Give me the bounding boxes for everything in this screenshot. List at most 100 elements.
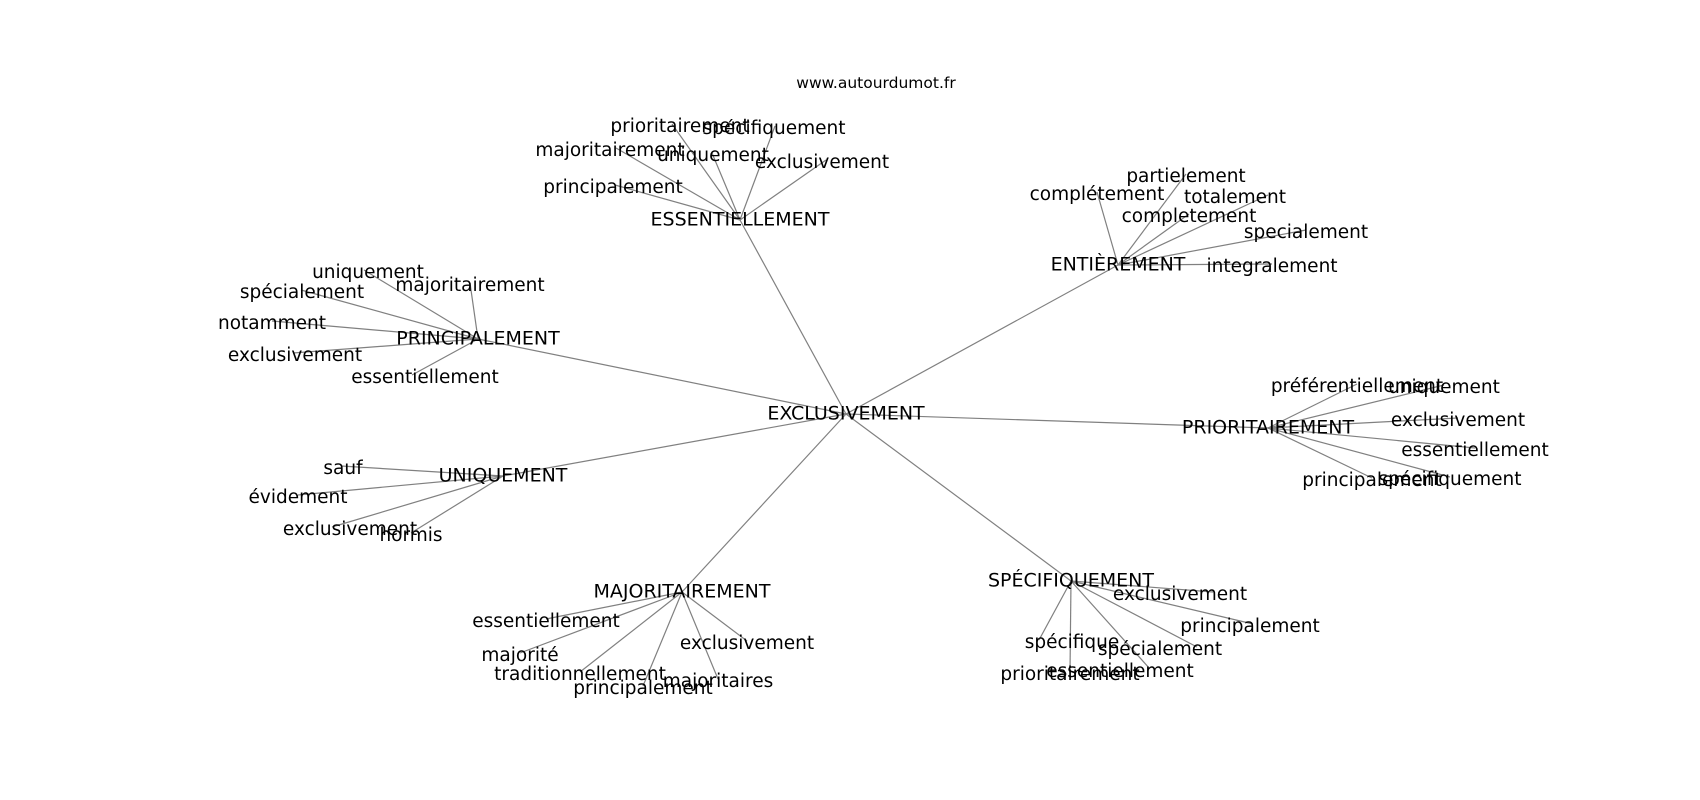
hub-node[interactable]: UNIQUEMENT <box>439 465 568 487</box>
edge-hub-leaf <box>1070 580 1254 625</box>
edge-hub-leaf <box>469 282 479 340</box>
edge-hub-leaf <box>545 591 683 620</box>
edge-hub-leaf <box>292 338 479 354</box>
leaf-node[interactable]: uniquement <box>657 145 769 166</box>
edge-hub-leaf <box>331 475 504 528</box>
hub-node[interactable]: ENTIÈREMENT <box>1051 253 1186 276</box>
leaf-node[interactable]: exclusivement <box>1113 584 1247 605</box>
edge-hub-leaf <box>297 475 504 496</box>
leaf-node[interactable]: exclusivement <box>1391 410 1525 431</box>
leaf-node[interactable]: prioritairement <box>610 116 749 137</box>
edge-center-hub <box>681 413 847 593</box>
leaf-node[interactable]: essentiellement <box>1401 440 1549 461</box>
leaf-node[interactable]: exclusivement <box>228 345 362 366</box>
edge-hub-leaf <box>1038 580 1072 641</box>
edge-hub-leaf <box>1117 229 1307 266</box>
edge-hub-leaf <box>1117 173 1187 266</box>
edge-hub-leaf <box>1117 194 1269 266</box>
leaf-node[interactable]: spécifique <box>1025 632 1120 653</box>
graph-labels: www.autourdumot.fr EXCLUSIVEMENT ESSENTIE… <box>218 74 1549 699</box>
leaf-node[interactable]: principalement <box>1180 616 1320 637</box>
edge-hub-leaf <box>1267 384 1445 429</box>
edge-hub-leaf <box>615 147 741 221</box>
edge-hub-leaf <box>300 289 479 340</box>
site-url[interactable]: www.autourdumot.fr <box>796 74 956 92</box>
edge-hub-leaf <box>681 591 719 680</box>
edge-hub-leaf <box>711 152 741 221</box>
edge-hub-leaf <box>1070 580 1198 648</box>
edge-hub-leaf <box>739 125 776 221</box>
edge-hub-leaf <box>1267 427 1451 478</box>
leaf-node[interactable]: sauf <box>323 458 363 479</box>
leaf-node[interactable]: principalement <box>543 177 683 198</box>
leaf-node[interactable]: complétement <box>1030 184 1165 205</box>
hub-node[interactable]: PRINCIPALEMENT <box>396 328 560 350</box>
edge-center-hub <box>477 338 847 415</box>
edge-hub-leaf <box>642 591 683 687</box>
edge-hub-leaf <box>411 338 479 376</box>
leaf-node[interactable]: hormis <box>379 525 442 546</box>
edge-hub-leaf <box>1070 580 1151 670</box>
hub-node[interactable]: SPÉCIFIQUEMENT <box>988 569 1154 592</box>
leaf-node[interactable]: essentiellement <box>472 611 620 632</box>
leaf-node[interactable]: exclusivement <box>680 633 814 654</box>
leaf-node[interactable]: notamment <box>218 313 326 334</box>
leaf-node[interactable]: principalement <box>1302 470 1442 491</box>
edge-hub-leaf <box>340 465 504 477</box>
edge-hub-leaf <box>1267 383 1358 429</box>
leaf-node[interactable]: essentiellement <box>351 367 499 388</box>
edge-hub-leaf <box>1069 580 1072 673</box>
edge-hub-leaf <box>671 123 741 221</box>
edge-hub-leaf <box>271 320 479 340</box>
leaf-node[interactable]: majorité <box>481 645 558 666</box>
leaf-node[interactable]: majoritairement <box>395 275 544 296</box>
edge-hub-leaf <box>363 269 479 340</box>
graph-edges <box>271 123 1476 687</box>
leaf-node[interactable]: totalement <box>1184 187 1286 208</box>
edge-center-hub <box>845 413 1269 429</box>
edge-hub-leaf <box>410 475 504 534</box>
leaf-node[interactable]: partielement <box>1126 166 1245 187</box>
leaf-node[interactable]: prioritairement <box>1000 664 1139 685</box>
leaf-node[interactable]: évidement <box>249 487 348 508</box>
edge-hub-leaf <box>614 184 741 221</box>
edge-hub-leaf <box>579 591 683 673</box>
edge-hub-leaf <box>1070 580 1214 593</box>
leaf-node[interactable]: spécialement <box>1098 639 1222 660</box>
edge-hub-leaf <box>1267 427 1373 479</box>
leaf-node[interactable]: uniquement <box>1388 377 1500 398</box>
edge-center-hub <box>845 413 1072 582</box>
hub-node[interactable]: ESSENTIELLEMENT <box>651 209 830 231</box>
edge-center-hub <box>502 413 847 477</box>
leaf-node[interactable]: préférentiellement <box>1271 376 1443 397</box>
edge-hub-leaf <box>1267 427 1476 449</box>
edge-hub-leaf <box>681 591 748 642</box>
leaf-node[interactable]: traditionnellement <box>494 664 666 685</box>
edge-hub-leaf <box>1096 191 1119 266</box>
leaf-node[interactable]: exclusivement <box>283 519 417 540</box>
edge-hub-leaf <box>1117 263 1273 266</box>
center-node[interactable]: EXCLUSIVEMENT <box>767 403 925 425</box>
leaf-node[interactable]: essentiellement <box>1046 661 1194 682</box>
leaf-node[interactable]: integralement <box>1206 256 1337 277</box>
edge-center-hub <box>845 264 1119 415</box>
leaf-node[interactable]: principalement <box>573 678 713 699</box>
edge-hub-leaf <box>739 159 827 221</box>
leaf-node[interactable]: exclusivement <box>755 152 889 173</box>
leaf-node[interactable]: specialement <box>1244 222 1368 243</box>
edge-center-hub <box>739 219 847 415</box>
leaf-node[interactable]: spécifiquement <box>703 118 846 139</box>
edge-hub-leaf <box>519 591 683 654</box>
leaf-node[interactable]: majoritaires <box>663 671 774 692</box>
leaf-node[interactable]: spécifiquement <box>1379 469 1522 490</box>
hub-node[interactable]: PRIORITAIREMENT <box>1182 417 1355 439</box>
edge-hub-leaf <box>1267 417 1459 429</box>
leaf-node[interactable]: spécialement <box>240 282 364 303</box>
leaf-node[interactable]: majoritairement <box>535 140 684 161</box>
hub-node[interactable]: MAJORITAIREMENT <box>594 581 771 603</box>
leaf-node[interactable]: completement <box>1122 206 1257 227</box>
leaf-node[interactable]: uniquement <box>312 262 424 283</box>
edge-hub-leaf <box>1117 213 1190 266</box>
